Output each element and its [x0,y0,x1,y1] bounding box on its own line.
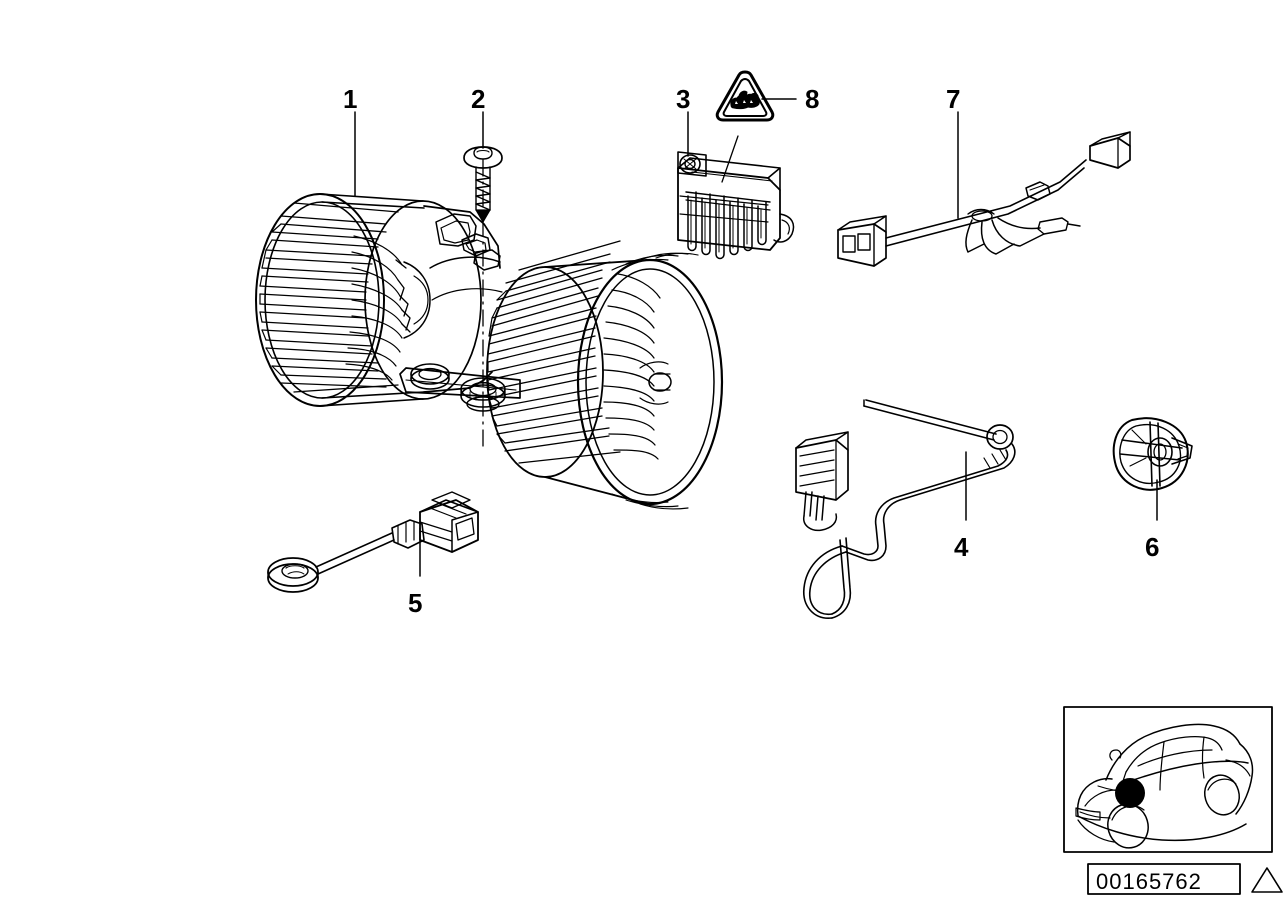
callout-number-4: 4 [954,532,969,562]
rubber-grommet-mount [1112,417,1193,491]
callout-number-7: 7 [946,84,961,114]
right-blower-wheel [486,240,724,510]
left-blower-wheel [255,193,482,407]
callout-number-1: 1 [343,84,358,114]
motor-housing [399,205,521,412]
callout-number-6: 6 [1145,532,1160,562]
temperature-sensor-cable [795,399,1016,619]
sensor-with-ring-terminal [267,491,479,593]
callout-number-8: 8 [805,84,820,114]
callout-leaders [354,98,1158,577]
location-marker-dot [1115,778,1145,808]
mounting-screw [463,146,503,223]
diagram-id-label: 00165762 [1096,869,1202,894]
blower-motor-assembly [255,193,724,510]
triangle-caution-symbol [715,70,775,183]
callout-number-3: 3 [676,84,691,114]
vehicle-inset [1063,706,1273,853]
id-box [1087,863,1283,895]
blower-resistor [677,151,795,260]
callout-number-5: 5 [408,588,423,618]
callout-number-2: 2 [471,84,486,114]
wiring-harness [837,131,1131,267]
